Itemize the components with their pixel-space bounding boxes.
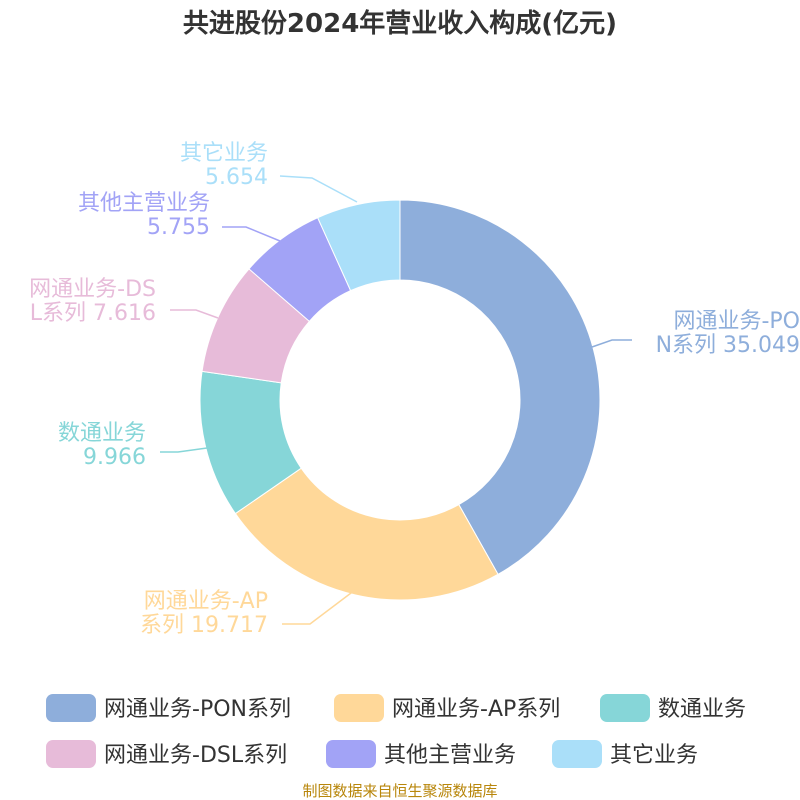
slice-1 — [399, 199, 601, 576]
leader-line-3 — [160, 447, 208, 453]
legend-item-1[interactable]: 网通业务-PON系列 — [46, 694, 291, 722]
legend-swatch — [46, 740, 96, 768]
legend-item-6[interactable]: 其它业务 — [552, 740, 698, 768]
leader-lines-layer — [160, 175, 632, 625]
legend-swatch — [334, 694, 384, 722]
slice-label-line: 5.755 — [147, 215, 210, 240]
slice-2 — [234, 467, 499, 601]
legend-item-3[interactable]: 数通业务 — [600, 694, 746, 722]
slice-label-line: 其它业务 — [180, 141, 268, 166]
legend-label: 其它业务 — [610, 743, 698, 768]
legend-swatch — [46, 694, 96, 722]
slice-label-line: 5.654 — [205, 165, 268, 190]
slice-label-line: 数通业务 — [58, 421, 146, 446]
slice-label-line: 系列 19.717 — [140, 613, 268, 638]
legend-item-5[interactable]: 其他主营业务 — [326, 740, 516, 768]
legend-item-4[interactable]: 网通业务-DSL系列 — [46, 740, 287, 768]
legend-item-2[interactable]: 网通业务-AP系列 — [334, 694, 560, 722]
slice-label-line: 网通业务-DS — [29, 277, 156, 302]
slice-label-line: N系列 35.049 — [656, 333, 800, 358]
legend-label: 其他主营业务 — [384, 743, 516, 768]
slices-layer — [199, 199, 601, 601]
leader-line-6 — [279, 175, 358, 203]
source-note: 制图数据来自恒生聚源数据库 — [302, 782, 497, 800]
leader-line-5 — [222, 226, 281, 242]
leader-line-1 — [591, 339, 632, 348]
leader-line-4 — [170, 309, 219, 319]
legend-swatch — [600, 694, 650, 722]
legend-swatch — [326, 740, 376, 768]
legend-label: 网通业务-AP系列 — [392, 697, 560, 722]
chart-title: 共进股份2024年营业收入构成(亿元) — [183, 8, 617, 39]
slice-6 — [317, 199, 401, 292]
slice-label-line: L系列 7.616 — [30, 301, 156, 326]
slice-label-line: 网通业务-PO — [673, 309, 800, 334]
leader-line-2 — [282, 589, 356, 625]
legend-label: 网通业务-PON系列 — [104, 697, 291, 722]
legend-label: 数通业务 — [658, 697, 746, 722]
slice-label-line: 网通业务-AP — [144, 589, 268, 614]
slice-label-line: 9.966 — [83, 445, 146, 470]
slice-label-line: 其他主营业务 — [78, 191, 210, 216]
legend-swatch — [552, 740, 602, 768]
legend-label: 网通业务-DSL系列 — [104, 743, 287, 768]
